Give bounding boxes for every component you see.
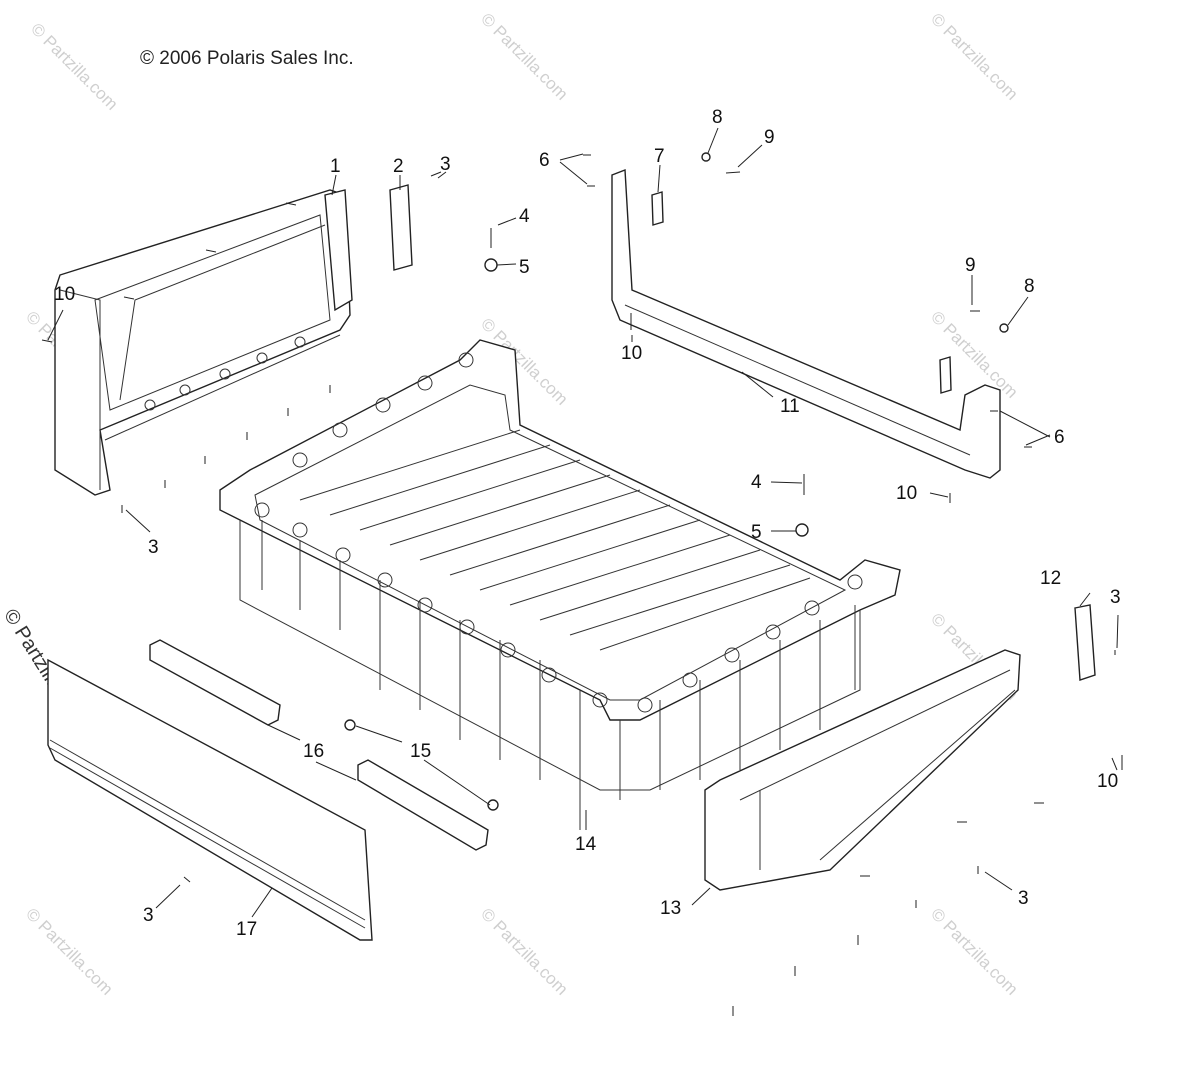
- reflector-left: [389, 184, 413, 271]
- callout-7: 7: [654, 146, 665, 167]
- callout-3: 3: [1110, 587, 1121, 608]
- foam-strip-lower: [357, 759, 489, 851]
- callout-11: 11: [780, 396, 800, 417]
- foam-strip-upper: [149, 639, 281, 726]
- nut: [999, 323, 1009, 333]
- bracket-lower: [939, 356, 952, 394]
- callout-labels: 1 2 3 4 5 6 7 8 9 9 8 10 10 11 6 10 4 5 …: [54, 107, 1121, 940]
- bracket-upper: [651, 191, 664, 226]
- fastener-group: [41, 154, 1123, 1016]
- callout-10: 10: [621, 343, 642, 364]
- callout-17: 17: [236, 919, 257, 940]
- reflector-right: [1074, 604, 1096, 681]
- callout-5: 5: [751, 522, 762, 543]
- callout-10: 10: [54, 284, 75, 305]
- callout-3: 3: [1018, 888, 1029, 909]
- callout-10: 10: [1097, 771, 1118, 792]
- tailgate-panel: [47, 658, 373, 941]
- callout-9: 9: [764, 127, 775, 148]
- nut: [701, 152, 711, 162]
- left-side-panel: [54, 189, 353, 496]
- copyright-text: © 2006 Polaris Sales Inc.: [140, 48, 354, 69]
- watermark: © Partzilla.com: [477, 904, 571, 998]
- callout-3: 3: [148, 537, 159, 558]
- callout-1: 1: [330, 156, 341, 177]
- watermark: © Partzilla.com: [927, 904, 1021, 998]
- callout-2: 2: [393, 156, 404, 177]
- callout-3: 3: [143, 905, 154, 926]
- nut-upper: [484, 258, 498, 272]
- nut-lower: [795, 523, 809, 537]
- callout-16: 16: [303, 741, 324, 762]
- callout-8: 8: [1024, 276, 1035, 297]
- callout-4: 4: [751, 472, 762, 493]
- cargo-box: [219, 339, 901, 830]
- watermark: © Partzilla.com: [927, 9, 1021, 103]
- callout-10: 10: [896, 483, 917, 504]
- watermark: © Partzilla.com: [27, 19, 121, 113]
- callout-5: 5: [519, 257, 530, 278]
- callout-3: 3: [440, 154, 451, 175]
- callout-13: 13: [660, 898, 681, 919]
- callout-14: 14: [575, 834, 597, 855]
- callout-8: 8: [712, 107, 723, 128]
- right-side-panel: [704, 649, 1021, 891]
- callout-4: 4: [519, 206, 530, 227]
- leader-lines: [47, 127, 1119, 918]
- callout-9: 9: [965, 255, 976, 276]
- callout-6: 6: [539, 150, 550, 171]
- watermark: © Partzilla.com: [477, 9, 571, 103]
- rear-frame-bar: [611, 169, 1001, 479]
- washer: [344, 719, 356, 731]
- watermark: © Partzilla.com: [22, 904, 116, 998]
- callout-15: 15: [410, 741, 431, 762]
- callout-6: 6: [1054, 427, 1065, 448]
- washer: [487, 799, 499, 811]
- callout-12: 12: [1040, 568, 1061, 589]
